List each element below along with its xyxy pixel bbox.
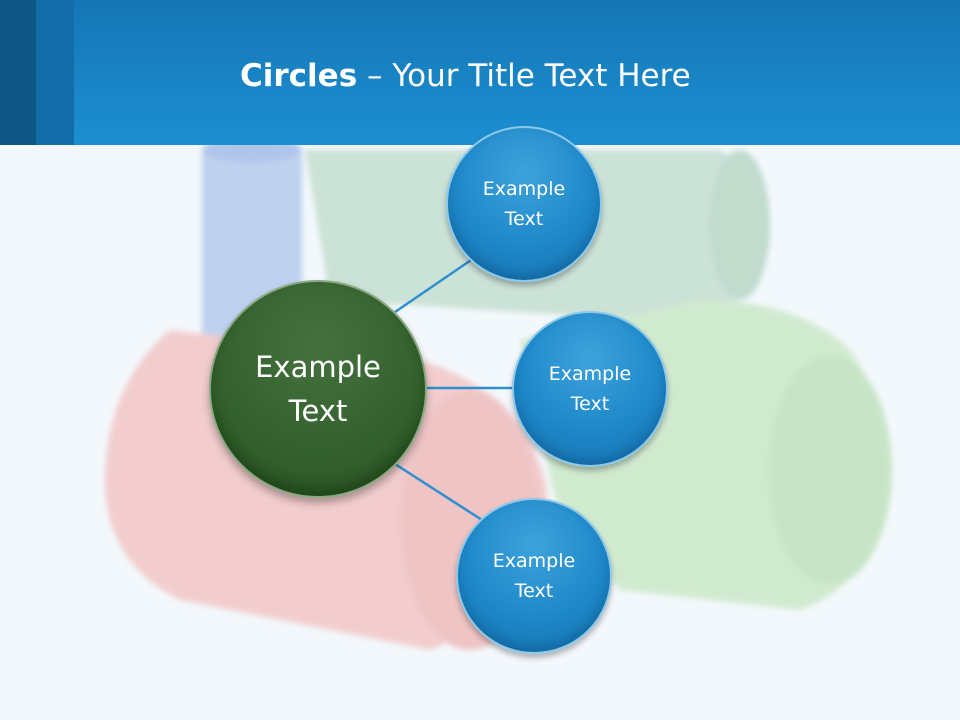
node-circle-middle[interactable]: Example Text (512, 311, 668, 467)
node-top-line1: Example (482, 178, 566, 200)
center-circle-line2: Text (288, 394, 348, 428)
connector-line-top (394, 254, 478, 314)
title-rest: – Your Title Text Here (357, 58, 691, 94)
node-circle-bottom[interactable]: Example Text (456, 498, 612, 654)
node-circle-top[interactable]: Example Text (446, 126, 602, 282)
slide-title: Circles – Your Title Text Here (240, 56, 691, 96)
connector-line-bottom (394, 462, 483, 522)
header-accent-stripe-light (36, 0, 74, 145)
header-accent-stripe (0, 0, 36, 145)
node-bottom-line2: Text (514, 580, 554, 602)
header-bar: Circles – Your Title Text Here (0, 0, 960, 145)
node-bottom-line1: Example (492, 550, 576, 572)
center-circle[interactable]: Example Text (209, 280, 427, 498)
node-top-line2: Text (504, 208, 544, 230)
center-circle-line1: Example (255, 350, 381, 384)
node-middle-line1: Example (548, 363, 632, 385)
node-middle-line2: Text (570, 393, 610, 415)
title-bold: Circles (240, 58, 358, 94)
